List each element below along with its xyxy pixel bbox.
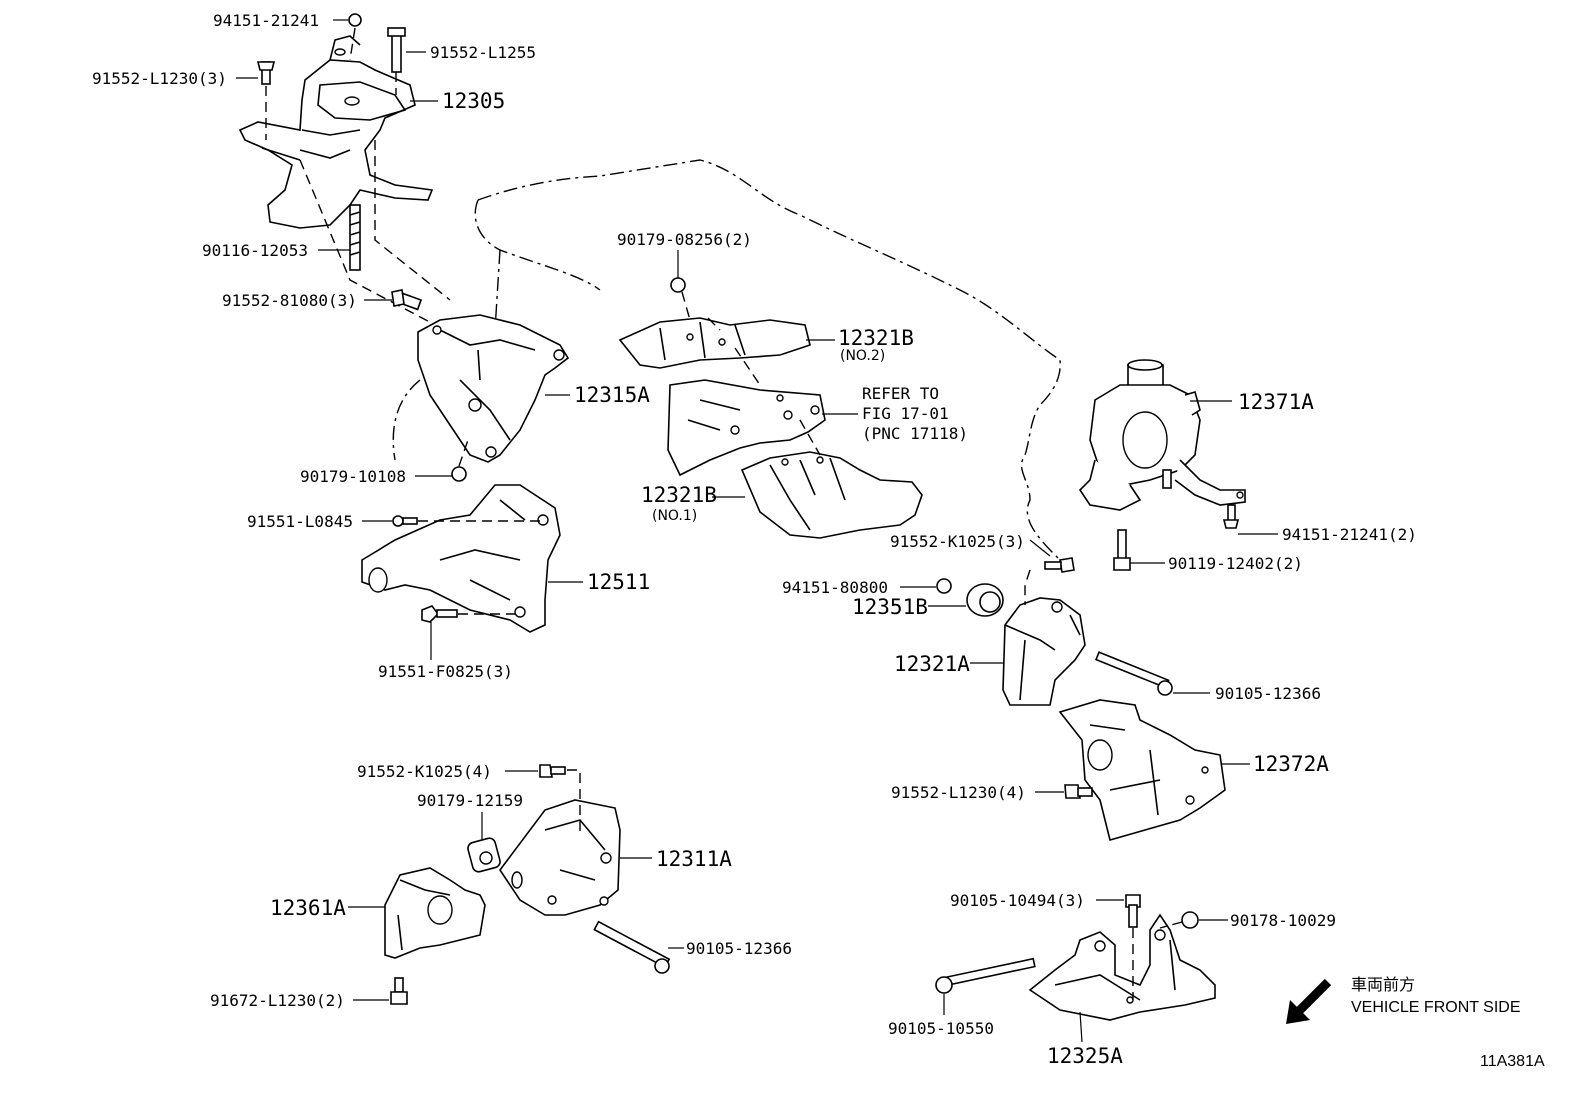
- label-12311A: 12311A: [656, 847, 732, 871]
- bolt-91672-L1230: [390, 977, 408, 1005]
- label-12325A: 12325A: [1047, 1044, 1123, 1068]
- label-12305: 12305: [442, 89, 505, 113]
- label-91551-L0845: 91551-L0845: [247, 512, 353, 531]
- leader-lines: [236, 19, 1278, 1043]
- label-90105-12366-right: 90105-12366: [1215, 684, 1321, 703]
- vehicle-front-arrow-icon: [1286, 978, 1332, 1024]
- bolt-90105-10494: [1125, 894, 1141, 928]
- bracket-12325A: [1028, 913, 1216, 1021]
- label-pnc-17118: (PNC 17118): [862, 424, 968, 443]
- label-12321B-no1: 12321B: [641, 483, 717, 507]
- nut-90179-12159: [467, 837, 501, 873]
- nut-94151-80800: [936, 578, 952, 594]
- label-91552-K1025-4: 91552-K1025(4): [357, 762, 492, 781]
- bracket-12315A: [417, 314, 570, 463]
- stud-90116-12053: [349, 204, 361, 271]
- label-refer-to: REFER TO: [862, 384, 939, 403]
- label-12511: 12511: [587, 570, 650, 594]
- nut-90179-08256: [670, 277, 686, 293]
- label-90119-12402-2: 90119-12402(2): [1168, 554, 1303, 573]
- label-91552-L1230-4: 91552-L1230(4): [891, 783, 1026, 802]
- label-90178-10029: 90178-10029: [1230, 911, 1336, 930]
- shield-12321B-no1: [740, 451, 923, 539]
- label-fig-17-01: FIG 17-01: [862, 404, 949, 423]
- shield-12321B-no2: [618, 317, 811, 369]
- mount-12372A: [1058, 699, 1226, 841]
- bolt-91552-K1025-left: [539, 764, 566, 778]
- bolt-91552-L1230-right: [1064, 784, 1093, 799]
- label-90179-12159: 90179-12159: [417, 791, 523, 810]
- label-94151-21241-2: 94151-21241(2): [1282, 525, 1417, 544]
- label-12315A: 12315A: [574, 383, 650, 407]
- label-12321B-no1-sub: (NO.1): [652, 508, 697, 524]
- bolt-90105-12366-right: [1095, 651, 1173, 696]
- label-91552-K1025-3: 91552-K1025(3): [890, 532, 1025, 551]
- label-91672-L1230-2: 91672-L1230(2): [210, 991, 345, 1010]
- label-91552-L1230-3: 91552-L1230(3): [92, 69, 227, 88]
- label-12321B-no2: 12321B: [838, 326, 914, 350]
- label-12361A: 12361A: [270, 896, 346, 920]
- label-91552-L1255: 91552-L1255: [430, 43, 536, 62]
- bolt-91551-L0845: [392, 515, 418, 527]
- stud-12371A: [1162, 469, 1172, 489]
- label-90105-10494-3: 90105-10494(3): [950, 891, 1085, 910]
- bracket-12321A: [1002, 597, 1086, 706]
- nut-94151-21241-right: [1222, 504, 1240, 529]
- vehicle-front-jp: 車両前方: [1351, 976, 1415, 994]
- label-90105-10550: 90105-10550: [888, 1019, 994, 1038]
- figure-code: 11A381A: [1480, 1053, 1545, 1070]
- label-90179-10108: 90179-10108: [300, 467, 406, 486]
- bracket-12311A: [499, 799, 621, 916]
- label-12371A: 12371A: [1238, 390, 1314, 414]
- nut-94151-21241: [348, 13, 362, 27]
- mount-12371A: [1078, 359, 1246, 511]
- bolt-90105-10550: [935, 957, 1036, 994]
- label-12372A: 12372A: [1253, 752, 1329, 776]
- label-12321A: 12321A: [894, 652, 970, 676]
- nut-90179-10108: [451, 466, 467, 482]
- engine-mount-12305: [238, 35, 434, 229]
- bolt-91552-81080: [391, 289, 423, 311]
- label-94151-80800: 94151-80800: [782, 578, 888, 597]
- label-90116-12053: 90116-12053: [202, 241, 308, 260]
- bolt-90105-12366-left: [593, 920, 671, 974]
- label-94151-21241: 94151-21241: [213, 11, 319, 30]
- nut-90178-10029: [1181, 911, 1199, 929]
- engine-outline-left: [392, 249, 501, 461]
- bolt-90119-12402: [1113, 529, 1131, 571]
- label-91551-F0825-3: 91551-F0825(3): [378, 662, 513, 681]
- bushing-12351B: [966, 583, 1004, 617]
- label-12321B-no2-sub: (NO.2): [840, 348, 885, 364]
- label-90179-08256-2: 90179-08256(2): [617, 230, 752, 249]
- bolt-91552-K1025-right: [1044, 557, 1075, 573]
- label-12351B: 12351B: [852, 595, 928, 619]
- mount-12361A: [384, 867, 486, 959]
- bracket-12511: [361, 484, 561, 633]
- vehicle-front-en: VEHICLE FRONT SIDE: [1351, 999, 1521, 1016]
- bolt-91551-F0825: [421, 605, 458, 623]
- label-91552-81080-3: 91552-81080(3): [222, 291, 357, 310]
- label-90105-12366-left: 90105-12366: [686, 939, 792, 958]
- plate-refer-fig: [667, 379, 826, 477]
